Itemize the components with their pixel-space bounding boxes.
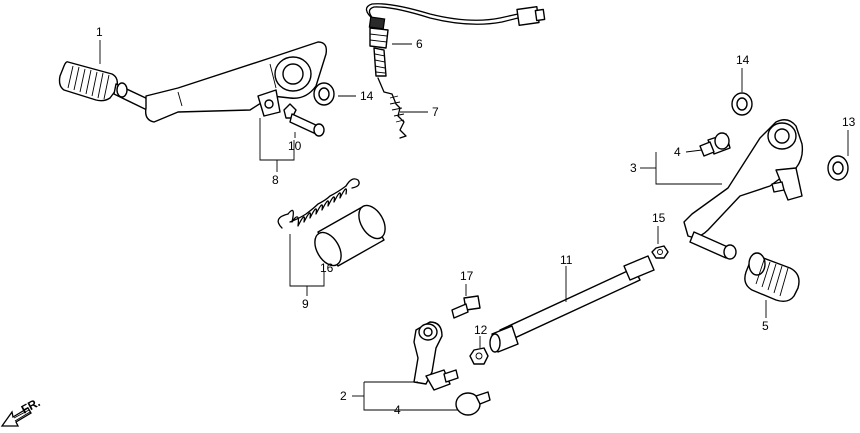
gearshift-arm xyxy=(413,321,459,391)
washer-14-right xyxy=(731,92,753,116)
callout-11: 11 xyxy=(560,253,573,267)
callout-4-bottom: 4 xyxy=(394,403,401,417)
return-spring xyxy=(277,178,360,229)
callout-5: 5 xyxy=(762,319,769,333)
front-direction-indicator: FR. xyxy=(0,395,42,427)
callout-13: 13 xyxy=(842,115,856,129)
brake-switch-spring xyxy=(377,77,407,139)
callout-10: 10 xyxy=(288,139,302,153)
brake-pedal-rubber xyxy=(58,61,119,102)
callout-7: 7 xyxy=(432,105,439,119)
nut-15 xyxy=(651,245,669,259)
nut-12 xyxy=(469,347,489,365)
callout-12: 12 xyxy=(474,323,488,337)
brake-pedal xyxy=(58,41,328,123)
tie-rod xyxy=(489,255,655,353)
callout-14-right: 14 xyxy=(736,53,750,67)
callout-14-left: 14 xyxy=(360,89,374,103)
washer-14-left xyxy=(313,82,335,106)
brake-light-switch xyxy=(365,3,546,77)
callout-15: 15 xyxy=(652,211,666,225)
callout-3: 3 xyxy=(630,161,637,175)
leader-lines xyxy=(99,40,849,411)
collar xyxy=(314,204,386,267)
callout-1: 1 xyxy=(96,25,103,39)
ball-joint xyxy=(455,391,491,416)
callout-8: 8 xyxy=(272,173,279,187)
callout-4-right: 4 xyxy=(674,145,681,159)
callout-2: 2 xyxy=(340,389,347,403)
callout-17: 17 xyxy=(460,269,474,283)
clevis-pin xyxy=(283,103,325,137)
washer-13 xyxy=(827,155,849,181)
callout-9: 9 xyxy=(302,297,309,311)
bolt-17 xyxy=(451,295,481,319)
callout-16: 16 xyxy=(320,261,334,275)
pivot-bolt-right xyxy=(699,132,731,157)
callout-6: 6 xyxy=(416,37,423,51)
gearshift-pedal-rubber xyxy=(744,252,800,303)
gearshift-pedal xyxy=(683,119,804,260)
callout-labels: 1 2 3 4 4 5 6 7 8 9 10 11 12 13 14 14 15… xyxy=(96,25,856,417)
